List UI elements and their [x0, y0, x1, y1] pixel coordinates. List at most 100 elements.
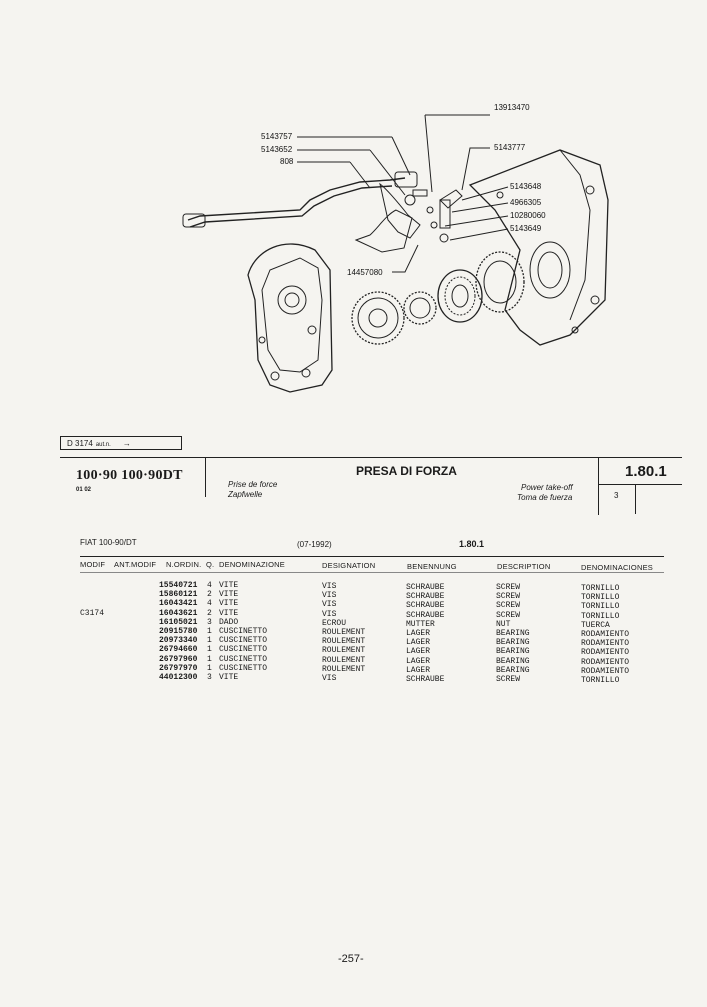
quantity: 1: [207, 663, 212, 673]
french-name: VIS: [322, 609, 337, 619]
table-row-modif: [80, 655, 104, 664]
table-row-modif: [80, 590, 104, 599]
quantity-column: 4 2 4 2 3 1 1 1 1 1 3: [207, 581, 212, 682]
table-row-modif: [80, 673, 104, 682]
header-code-rule: [598, 484, 682, 485]
reference-note: aut.n.: [95, 442, 111, 448]
german-name: SCHRAUBE: [406, 674, 445, 684]
title-french: Prise de force: [228, 480, 278, 489]
header-divider-right: [598, 457, 599, 515]
italian-column: VITE VITE VITE VITE DADO CUSCINETTO CUSC…: [219, 581, 267, 682]
callout-13913470: 13913470: [494, 103, 530, 112]
callout-5143649: 5143649: [510, 224, 542, 233]
table-row-modif: [80, 618, 104, 627]
german-name: SCHRAUBE: [406, 601, 445, 611]
reference-code: D 3174: [67, 439, 93, 448]
title-spanish: Toma de fuerza: [517, 493, 573, 502]
quantity: 4: [207, 599, 212, 609]
quantity: 2: [207, 608, 212, 618]
german-name: MUTTER: [406, 619, 435, 629]
arrow-icon: →: [122, 439, 131, 448]
table-row-modif: [80, 636, 104, 645]
page-title: PRESA DI FORZA: [356, 464, 457, 478]
german-name: LAGER: [406, 656, 431, 666]
quantity: 1: [207, 645, 212, 655]
english-name: BEARING: [496, 656, 530, 666]
french-column: VIS VIS VIS VIS ECROU ROULEMENT ROULEMEN…: [322, 582, 365, 683]
col-designation: DESIGNATION: [322, 561, 376, 570]
quantity: 1: [207, 636, 212, 646]
english-name: SCREW: [496, 601, 521, 611]
part-number: 20915780: [159, 626, 198, 636]
col-denominazione: DENOMINAZIONE: [219, 560, 285, 569]
spanish-name: TUERCA: [581, 620, 610, 630]
italian-name: CUSCINETTO: [219, 626, 268, 636]
table-row-modif: [80, 627, 104, 636]
col-q: Q.: [206, 560, 215, 569]
table-code: 1.80.1: [459, 539, 485, 549]
spanish-name: TORNILLO: [581, 611, 620, 621]
exploded-diagram: [182, 114, 609, 393]
spanish-name: RODAMIENTO: [581, 666, 630, 676]
italian-name: VITE: [219, 608, 239, 618]
callout-4966305: 4966305: [510, 198, 542, 207]
table-date: (07-1992): [297, 540, 332, 549]
french-name: VIS: [322, 582, 337, 591]
quantity: 3: [207, 617, 212, 627]
quantity: 3: [207, 672, 212, 682]
part-number: 16043421: [159, 599, 198, 609]
table-row-modif: [80, 581, 104, 590]
table-row-modif: [80, 599, 104, 608]
german-column: SCHRAUBE SCHRAUBE SCHRAUBE SCHRAUBE MUTT…: [406, 583, 444, 684]
quantity: 4: [207, 581, 212, 590]
table-subheader-rule: [80, 572, 664, 573]
part-number: 16043621: [159, 608, 198, 618]
italian-name: VITE: [219, 672, 239, 682]
english-name: BEARING: [496, 647, 530, 657]
col-ant-modif: ANT.MODIF: [114, 560, 157, 569]
italian-name: CUSCINETTO: [219, 645, 268, 655]
french-name: VIS: [322, 600, 337, 610]
callout-5143652: 5143652: [261, 145, 293, 154]
title-english: Power take-off: [521, 483, 573, 492]
part-number: 20973340: [159, 636, 198, 646]
german-name: SCHRAUBE: [406, 610, 445, 620]
callout-5143777: 5143777: [494, 143, 526, 152]
quantity: 1: [207, 654, 212, 664]
callout-14457080: 14457080: [347, 268, 383, 277]
french-name: ECROU: [322, 618, 347, 628]
part-number: 26794660: [159, 645, 198, 655]
callout-808: 808: [280, 157, 294, 166]
french-name: VIS: [322, 591, 337, 601]
spanish-name: RODAMIENTO: [581, 629, 630, 639]
col-n-ordin: N.ORDIN.: [166, 560, 202, 569]
english-name: SCREW: [496, 583, 521, 592]
fiat-model: FIAT 100-90/DT: [80, 538, 137, 547]
title-german: Zapfwelle: [228, 490, 263, 499]
italian-name: DADO: [219, 617, 239, 627]
french-name: VIS: [322, 673, 337, 683]
table-row-modif: [80, 664, 104, 673]
english-name: SCREW: [496, 610, 521, 620]
header-top-rule: [60, 457, 682, 458]
german-name: LAGER: [406, 665, 431, 675]
german-name: LAGER: [406, 628, 431, 638]
ordin-column: 15540721 15860121 16043421 16043621 1610…: [159, 581, 197, 682]
table-row-modif: C3174: [80, 608, 105, 618]
french-name: ROULEMENT: [322, 664, 366, 674]
german-name: SCHRAUBE: [406, 583, 445, 592]
english-name: BEARING: [496, 628, 530, 638]
model-title: 100·90 100·90DT: [76, 468, 183, 483]
german-name: LAGER: [406, 638, 431, 648]
spanish-name: TORNILLO: [581, 584, 620, 593]
spanish-name: TORNILLO: [581, 602, 620, 612]
section-code: 1.80.1: [625, 463, 667, 480]
spanish-name: RODAMIENTO: [581, 648, 630, 658]
italian-name: CUSCINETTO: [219, 654, 268, 664]
italian-name: CUSCINETTO: [219, 663, 268, 673]
italian-name: VITE: [219, 590, 239, 600]
french-name: ROULEMENT: [322, 646, 366, 656]
callout-5143648: 5143648: [510, 182, 542, 191]
english-name: BEARING: [496, 665, 530, 675]
